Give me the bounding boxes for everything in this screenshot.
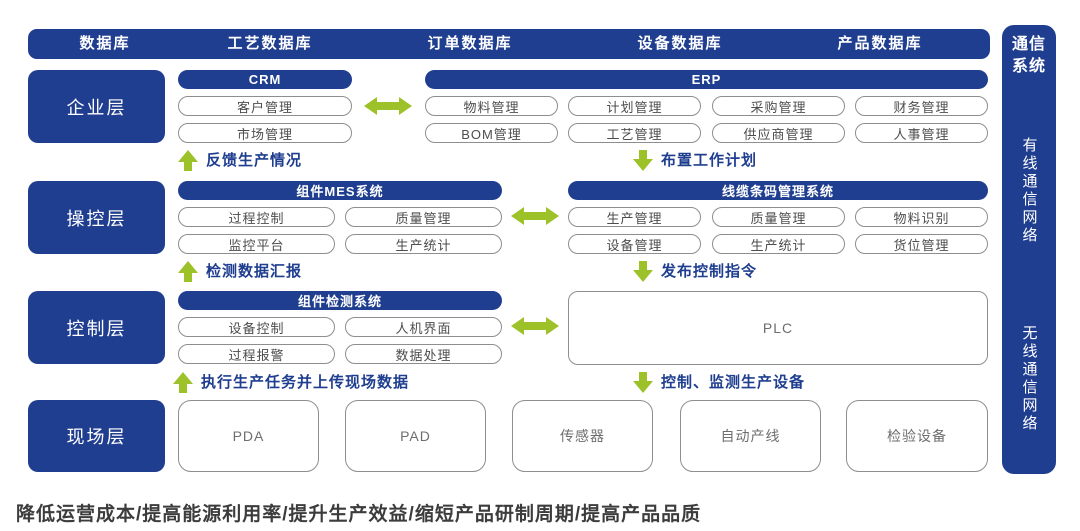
wireless-network-label: 无线通信网络 bbox=[1020, 325, 1038, 433]
flow-down-label: 发布控制指令 bbox=[661, 263, 758, 280]
barcode-item: 货位管理 bbox=[855, 234, 988, 254]
flow-up-label: 执行生产任务并上传现场数据 bbox=[201, 374, 410, 391]
layer-operation: 操控层 bbox=[28, 181, 165, 254]
erp-item: 人事管理 bbox=[855, 123, 988, 143]
wired-network-label: 有线通信网络 bbox=[1020, 137, 1038, 245]
flow-up-label: 反馈生产情况 bbox=[206, 152, 303, 169]
detect-item: 设备控制 bbox=[178, 317, 335, 337]
database-bar: 数据库 工艺数据库 订单数据库 设备数据库 产品数据库 bbox=[28, 29, 990, 59]
mes-item: 质量管理 bbox=[345, 207, 502, 227]
plc-box: PLC bbox=[568, 291, 988, 365]
database-bar-label: 设备数据库 bbox=[637, 35, 723, 52]
flow-down-label: 控制、监测生产设备 bbox=[661, 374, 806, 391]
erp-item: BOM管理 bbox=[425, 123, 558, 143]
database-bar-label: 订单数据库 bbox=[427, 35, 513, 52]
erp-item: 供应商管理 bbox=[712, 123, 845, 143]
communication-column: 通信系统 有线通信网络 无线通信网络 bbox=[1002, 25, 1056, 474]
crm-item: 客户管理 bbox=[178, 96, 352, 116]
communication-title: 通信系统 bbox=[1012, 36, 1047, 75]
erp-item: 采购管理 bbox=[712, 96, 845, 116]
up-arrow-icon bbox=[173, 372, 193, 393]
barcode-header: 线缆条码管理系统 bbox=[568, 181, 988, 200]
flow-up-label: 检测数据汇报 bbox=[206, 263, 303, 280]
detect-item: 过程报警 bbox=[178, 344, 335, 364]
field-device: PDA bbox=[178, 400, 319, 472]
database-bar-label: 数据库 bbox=[79, 35, 131, 52]
detect-item: 人机界面 bbox=[345, 317, 502, 337]
erp-item: 计划管理 bbox=[568, 96, 701, 116]
mes-item: 监控平台 bbox=[178, 234, 335, 254]
erp-item: 物料管理 bbox=[425, 96, 558, 116]
barcode-item: 生产统计 bbox=[712, 234, 845, 254]
down-arrow-icon bbox=[633, 372, 653, 393]
field-device: PAD bbox=[345, 400, 486, 472]
layer-control: 控制层 bbox=[28, 291, 165, 364]
flow-down-label: 布置工作计划 bbox=[661, 152, 758, 169]
layer-field: 现场层 bbox=[28, 400, 165, 472]
erp-item: 财务管理 bbox=[855, 96, 988, 116]
barcode-item: 质量管理 bbox=[712, 207, 845, 227]
field-device: 检验设备 bbox=[846, 400, 988, 472]
crm-header: CRM bbox=[178, 70, 352, 89]
erp-item: 工艺管理 bbox=[568, 123, 701, 143]
mes-header: 组件MES系统 bbox=[178, 181, 502, 200]
crm-item: 市场管理 bbox=[178, 123, 352, 143]
up-arrow-icon bbox=[178, 150, 198, 171]
database-bar-label: 工艺数据库 bbox=[227, 35, 313, 52]
detect-item: 数据处理 bbox=[345, 344, 502, 364]
layer-enterprise: 企业层 bbox=[28, 70, 165, 143]
field-device: 自动产线 bbox=[680, 400, 821, 472]
field-device: 传感器 bbox=[512, 400, 653, 472]
double-arrow-icon bbox=[511, 317, 559, 335]
mes-item: 生产统计 bbox=[345, 234, 502, 254]
double-arrow-icon bbox=[364, 97, 412, 115]
barcode-item: 生产管理 bbox=[568, 207, 701, 227]
down-arrow-icon bbox=[633, 261, 653, 282]
mes-item: 过程控制 bbox=[178, 207, 335, 227]
up-arrow-icon bbox=[178, 261, 198, 282]
barcode-item: 物料识别 bbox=[855, 207, 988, 227]
benefits-tagline: 降低运营成本/提高能源利用率/提升生产效益/缩短产品研制周期/提高产品品质 bbox=[16, 504, 702, 525]
down-arrow-icon bbox=[633, 150, 653, 171]
barcode-item: 设备管理 bbox=[568, 234, 701, 254]
database-bar-label: 产品数据库 bbox=[837, 35, 923, 52]
erp-header: ERP bbox=[425, 70, 988, 89]
detect-header: 组件检测系统 bbox=[178, 291, 502, 310]
double-arrow-icon bbox=[511, 207, 559, 225]
